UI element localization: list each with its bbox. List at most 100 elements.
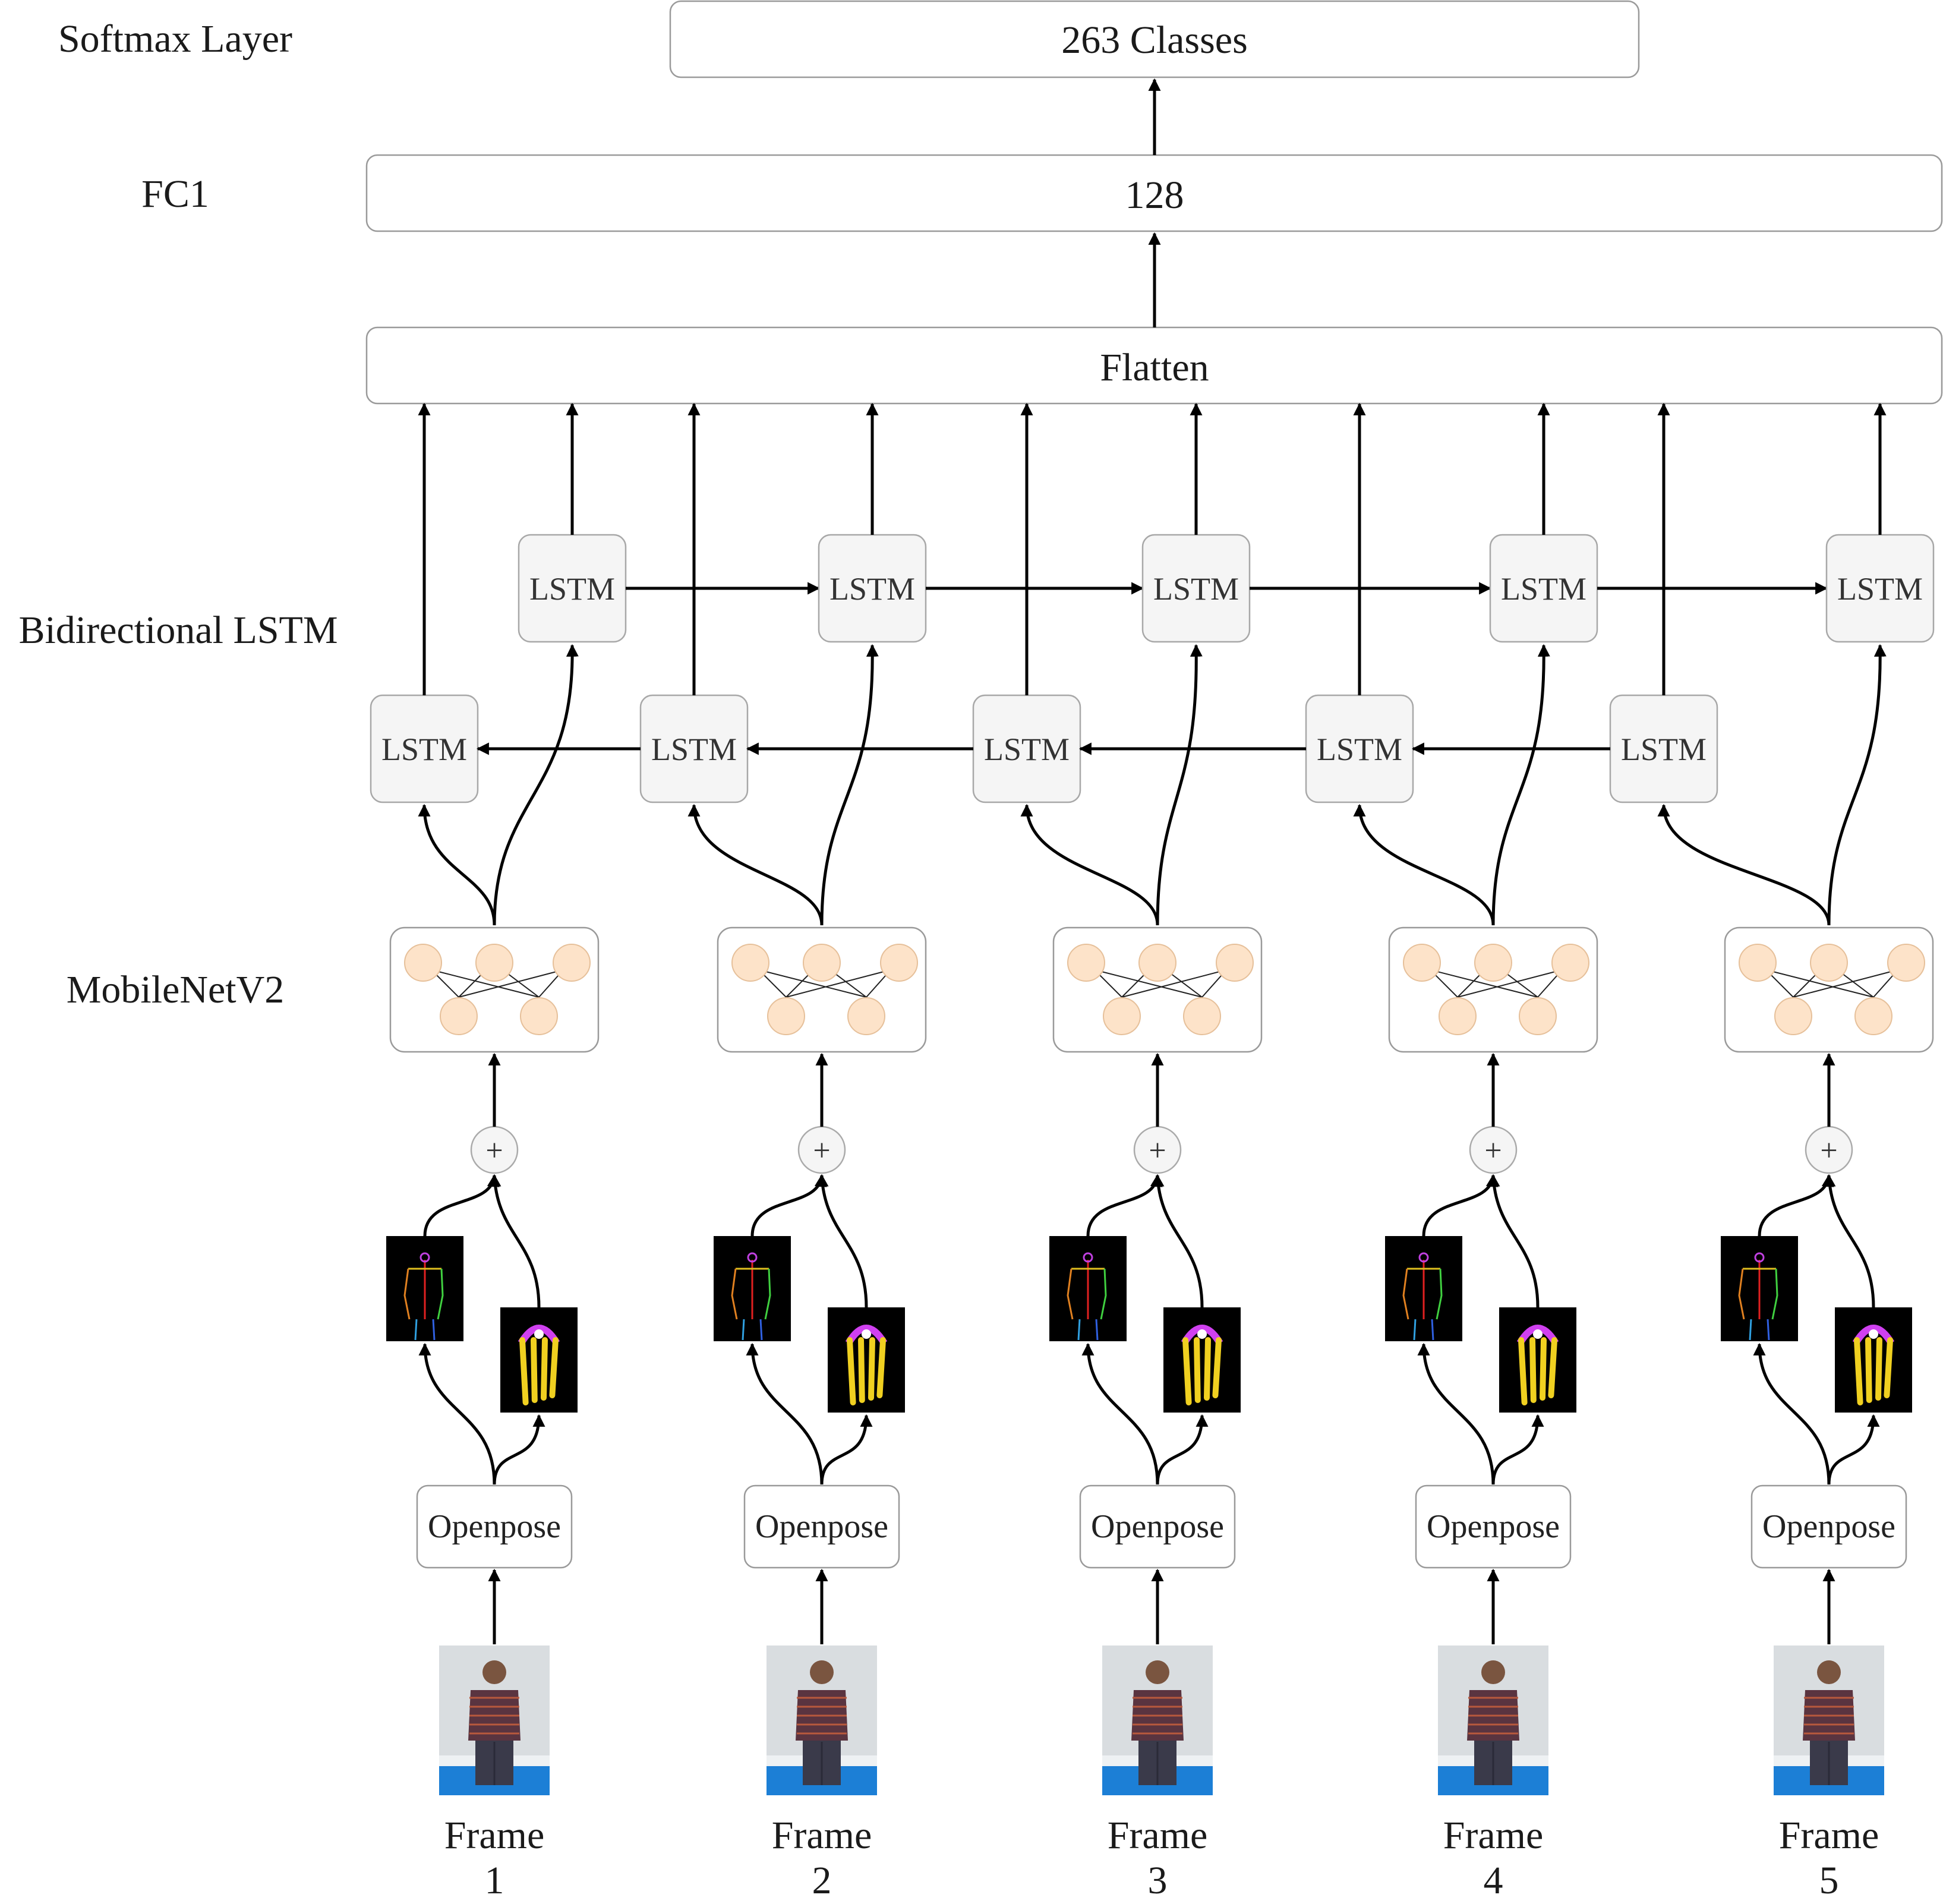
hand-keypoint-image [1163,1307,1241,1413]
lstm-backward-label: LSTM [984,732,1070,767]
lstm-backward-label: LSTM [1317,732,1402,767]
add-symbol: + [1820,1134,1837,1168]
frame-caption-word: Frame [444,1814,545,1857]
mobilenet-to-forward-lstm-arrow [1156,644,1203,926]
hand-to-add-arrow [1152,1174,1204,1308]
hand-to-add-arrow [1823,1174,1875,1308]
network-node [1551,944,1589,982]
skeleton-to-add-arrow [750,1174,827,1237]
add-node: + [1805,1126,1853,1174]
lstm-backward-label: LSTM [381,732,467,767]
network-node [1103,997,1141,1035]
body-skeleton-image [714,1236,791,1341]
skeleton-to-add-arrow [1086,1174,1163,1237]
frame-photo [1774,1645,1884,1795]
network-node [520,997,558,1035]
openpose-to-hand-arrow [820,1414,873,1485]
lstm-forward-label: LSTM [829,571,915,607]
frame-caption-number: 4 [1484,1859,1503,1902]
openpose-label: Openpose [1091,1508,1224,1545]
network-node [803,944,841,982]
hand-keypoint-image [1835,1307,1912,1413]
frame-caption-number: 2 [812,1859,832,1902]
lstm-backward-cell: LSTM [1609,694,1718,803]
bidirectional-lstm-label: Bidirectional LSTM [18,609,337,652]
network-node [731,944,769,982]
mobilenet-to-backward-lstm-arrow [1353,803,1495,926]
network-node [475,944,513,982]
lstm-forward-cell: LSTM [1825,534,1935,643]
openpose-box: Openpose [416,1484,573,1569]
mobilenet-to-backward-lstm-arrow [1657,803,1831,926]
network-node [1216,944,1254,982]
openpose-to-hand-arrow [493,1414,545,1485]
mobilenetv2-block [1388,926,1598,1053]
network-node [553,944,591,982]
lstm-backward-cell: LSTM [639,694,749,803]
openpose-label: Openpose [428,1508,561,1545]
add-node: + [470,1126,519,1174]
mobilenet-to-backward-lstm-arrow [1020,803,1159,926]
lstm-forward-label: LSTM [529,571,615,607]
openpose-to-skeleton-arrow [746,1342,824,1485]
mobilenetv2-label: MobileNetV2 [67,968,285,1011]
hand-to-add-arrow [1487,1174,1540,1308]
network-node [1439,997,1477,1035]
openpose-box: Openpose [1079,1484,1236,1569]
lstm-backward-label: LSTM [651,732,737,767]
network-node [440,997,478,1035]
mobilenetv2-block [717,926,927,1053]
add-node: + [797,1126,846,1174]
frame-photo [767,1645,877,1795]
frame-photo [439,1645,550,1795]
mobilenet-to-forward-lstm-arrow [1827,644,1887,926]
lstm-forward-label: LSTM [1153,571,1239,607]
openpose-label: Openpose [1427,1508,1560,1545]
network-node [1067,944,1105,982]
lstm-forward-cell: LSTM [1141,534,1251,643]
mobilenetv2-block [1052,926,1263,1053]
fc1-box: 128 [365,154,1943,232]
frame-caption-number: 5 [1819,1859,1839,1902]
mobilenet-to-forward-lstm-arrow [820,644,879,926]
openpose-to-hand-arrow [1156,1414,1209,1485]
mobilenet-to-backward-lstm-arrow [687,803,824,926]
flatten-box-label: Flatten [1100,346,1209,389]
openpose-to-skeleton-arrow [1417,1342,1495,1485]
openpose-to-skeleton-arrow [1081,1342,1159,1485]
network-node [1810,944,1848,982]
openpose-box: Openpose [743,1484,900,1569]
network-node [880,944,918,982]
body-skeleton-image [1385,1236,1462,1341]
network-node [1739,944,1777,982]
openpose-box: Openpose [1750,1484,1907,1569]
add-symbol: + [485,1134,503,1168]
openpose-to-hand-arrow [1827,1414,1880,1485]
flatten-box: Flatten [365,326,1943,405]
lstm-backward-cell: LSTM [1305,694,1414,803]
hand-to-add-arrow [816,1174,868,1308]
hand-keypoint-image [828,1307,905,1413]
lstm-forward-label: LSTM [1501,571,1586,607]
mobilenet-to-backward-lstm-arrow [418,803,496,926]
lstm-forward-cell: LSTM [1489,534,1598,643]
frame-caption-word: Frame [1443,1814,1544,1857]
frame-photo [1102,1645,1213,1795]
frame-caption-number: 1 [485,1859,504,1902]
openpose-to-skeleton-arrow [418,1342,496,1485]
frame-caption-number: 3 [1148,1859,1168,1902]
network-node [1774,997,1812,1035]
lstm-forward-label: LSTM [1837,571,1923,607]
add-symbol: + [1484,1134,1502,1168]
softmax-box-label: 263 Classes [1061,18,1248,62]
openpose-box: Openpose [1415,1484,1572,1569]
network-node [1474,944,1512,982]
lstm-backward-cell: LSTM [972,694,1081,803]
lstm-backward-cell: LSTM [370,694,479,803]
openpose-to-hand-arrow [1491,1414,1544,1485]
lstm-backward-label: LSTM [1621,732,1707,767]
network-node [404,944,442,982]
